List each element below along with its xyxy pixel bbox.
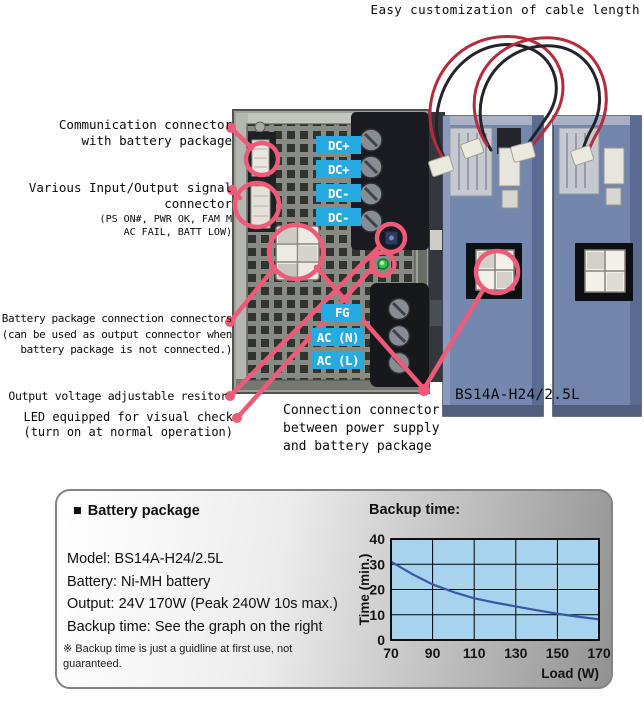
case-screw [254, 121, 266, 133]
annotation-circle-unit-connector [473, 248, 521, 296]
annotation-circle-communication [243, 140, 281, 178]
callout-communication-connector: Communication connector with battery pac… [58, 117, 232, 148]
svg-text:170: 170 [587, 645, 611, 661]
io-signal-connector [250, 185, 271, 229]
info-battery: Battery: Ni-MH battery [67, 573, 211, 590]
dc-terminal-block [351, 112, 429, 250]
svg-text:130: 130 [504, 645, 528, 661]
caption-cable-length: Easy customization of cable length [370, 2, 640, 17]
annotation-line-led [234, 264, 376, 421]
svg-text:150: 150 [546, 645, 570, 661]
callout-annotations [225, 123, 521, 423]
battery-package-photo [442, 115, 642, 417]
terminal-chip-ac-n: AC (N) [312, 328, 364, 346]
callout-led-check: LED equipped for visual check (turn on a… [23, 410, 233, 439]
battery-package-unit-1 [442, 115, 544, 417]
callout-battery-connectors: Battery package connection connectors (c… [1, 312, 233, 356]
backup-time-note: ※ Backup time is just a guidline at firs… [63, 643, 293, 671]
terminal-chip-dc-minus-1: DC- [316, 184, 361, 202]
battery-info: Model: BS14A-H24/2.5L Battery: Ni-MH bat… [67, 548, 338, 638]
info-model: Model: BS14A-H24/2.5L [67, 551, 224, 567]
terminal-chip-dc-minus-2: DC- [316, 208, 361, 226]
battery-package-panel: ■ Battery package Backup time: Model: BS1… [55, 489, 613, 689]
output-adjust-trimpot [384, 230, 399, 246]
annotation-line-connection-right [421, 287, 486, 392]
panel-title-text: Battery package [87, 503, 200, 519]
terminal-chip-dc-plus-2: DC+ [316, 160, 361, 178]
panel-title: ■ Battery package [73, 503, 200, 519]
callout-io-signal-connector: Various Input/Output signal connector [28, 180, 232, 211]
svg-text:110: 110 [463, 645, 486, 661]
model-name-label: BS14A-H24/2.5L [455, 387, 581, 403]
terminal-chip-dc-plus-1: DC+ [316, 136, 361, 154]
annotation-line-connection-left [313, 264, 427, 392]
battery-package-unit-2 [552, 115, 642, 417]
annotation-line-battery-conn [227, 264, 278, 325]
svg-text:0: 0 [377, 632, 385, 648]
svg-text:Load (W): Load (W) [541, 666, 599, 681]
terminal-chip-ac-l: AC (L) [312, 351, 364, 369]
callout-connection-connector: Connection connector between power suppl… [283, 403, 440, 454]
info-backup-time: Backup time: See the graph on the right [67, 618, 323, 635]
terminal-chip-fg: FG [322, 304, 362, 321]
status-led-green [377, 258, 389, 270]
svg-text:20: 20 [369, 582, 385, 598]
annotation-circle-trimpot [374, 221, 408, 255]
svg-text:10: 10 [369, 607, 385, 623]
black-square-icon: ■ [73, 503, 82, 519]
svg-text:70: 70 [383, 645, 399, 661]
battery-connection-socket [275, 225, 320, 281]
svg-text:40: 40 [369, 531, 385, 547]
svg-text:90: 90 [425, 645, 441, 661]
callout-adjustable-resistor: Output voltage adjustable resitor [8, 389, 227, 403]
background-unit-photo [429, 112, 445, 382]
annotation-circle-led [369, 250, 397, 278]
svg-text:Time (min.): Time (min.) [357, 554, 372, 626]
info-output: Output: 24V 170W (Peak 240W 10s max.) [67, 596, 338, 612]
battery-connector-socket [584, 249, 626, 293]
chart-title: Backup time: [369, 502, 461, 518]
annotation-line-resistor [227, 245, 381, 399]
annotation-circle-battery-conn [266, 222, 326, 282]
callout-io-signal-detail: (PS ON#, PWR OK, FAM M AC FAIL, BATT LOW… [99, 214, 232, 238]
cable-connector [428, 138, 594, 177]
svg-text:30: 30 [369, 556, 385, 572]
annotation-circle-io [232, 180, 282, 230]
cable-photo [428, 35, 608, 177]
